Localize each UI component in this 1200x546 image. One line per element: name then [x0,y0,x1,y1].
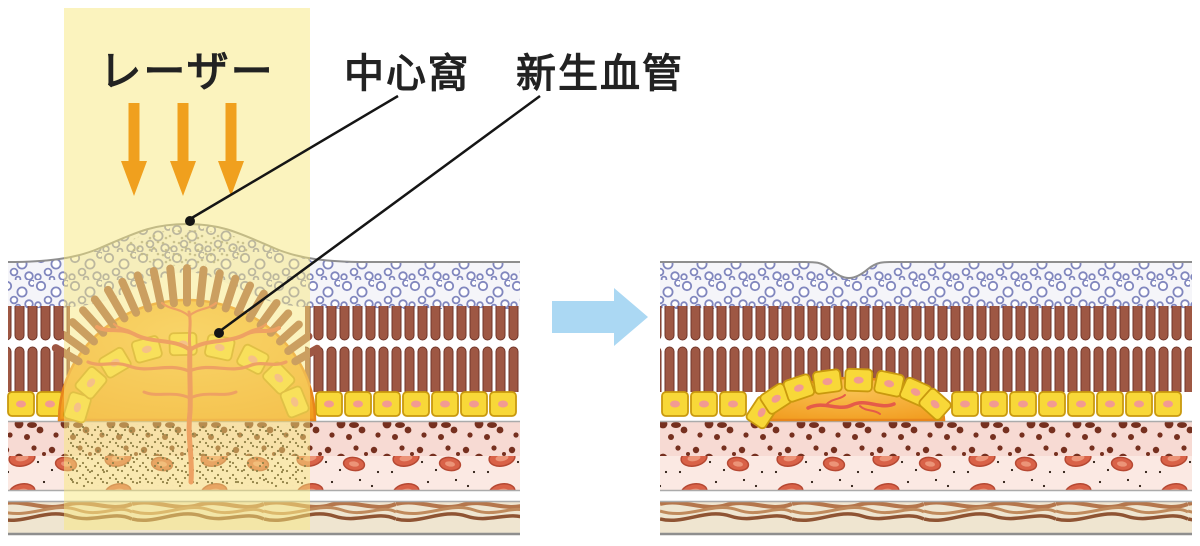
leader-line-neovascular [219,94,541,333]
laser-beam [64,8,310,530]
laser-arrow-icon [121,103,147,196]
rpe-cell [1096,391,1124,417]
label-neovascular: 新生血管 [516,51,684,97]
rpe-cell [951,391,979,417]
laser-arrows [121,103,244,196]
layer-separators [660,420,1192,503]
rpe-layer [7,391,517,417]
annotations [185,94,541,338]
choroid-dots [660,422,1192,456]
bruch-membrane-band [660,490,1192,501]
laser-arrow-icon [218,103,244,196]
rpe-cell [843,367,874,393]
rpe-cell [812,368,843,395]
rpe-cell [719,391,747,417]
rpe-cell [402,391,430,417]
rpe-cell [460,391,488,417]
label-fovea: 中心窩 [344,51,470,97]
neovascular-marker-dot [214,328,224,338]
rpe-cell [661,391,689,417]
regressed-vessel-scar [806,394,896,415]
rpe-cell [1038,391,1066,417]
rpe-arc-cells [745,367,952,430]
rpe-cell [344,391,372,417]
rpe-cell [690,391,718,417]
laser-arrow-icon [170,103,196,196]
rpe-cell [782,373,816,403]
rpe-cell [7,391,35,417]
rpe-cell [373,391,401,417]
rpe-cell [1067,391,1095,417]
retina-surface-outline [660,260,1192,280]
flow-arrow-icon [552,288,648,346]
blood-vessel-texture [660,456,1192,490]
rpe-cell [489,391,517,417]
rpe-cell [918,387,952,421]
rpe-cell [1009,391,1037,417]
rpe-cell [873,370,905,398]
rpe-cell [431,391,459,417]
rpe-cell [1154,391,1182,417]
rpe-cell [1125,391,1153,417]
rpe-layer [661,391,1182,417]
rpe-cell [980,391,1008,417]
right-retina-panel [660,260,1192,536]
label-laser: レーザー [99,47,274,96]
fovea-marker-dot [185,216,195,226]
sclera-fibers [660,501,1192,534]
leader-line-fovea [189,94,399,221]
rpe-cell [315,391,343,417]
photoreceptor-layer [660,306,1192,392]
rpe-cell [36,391,64,417]
ganglion-cell-texture [660,261,1192,309]
photoreceptor-layer-right [305,306,520,392]
